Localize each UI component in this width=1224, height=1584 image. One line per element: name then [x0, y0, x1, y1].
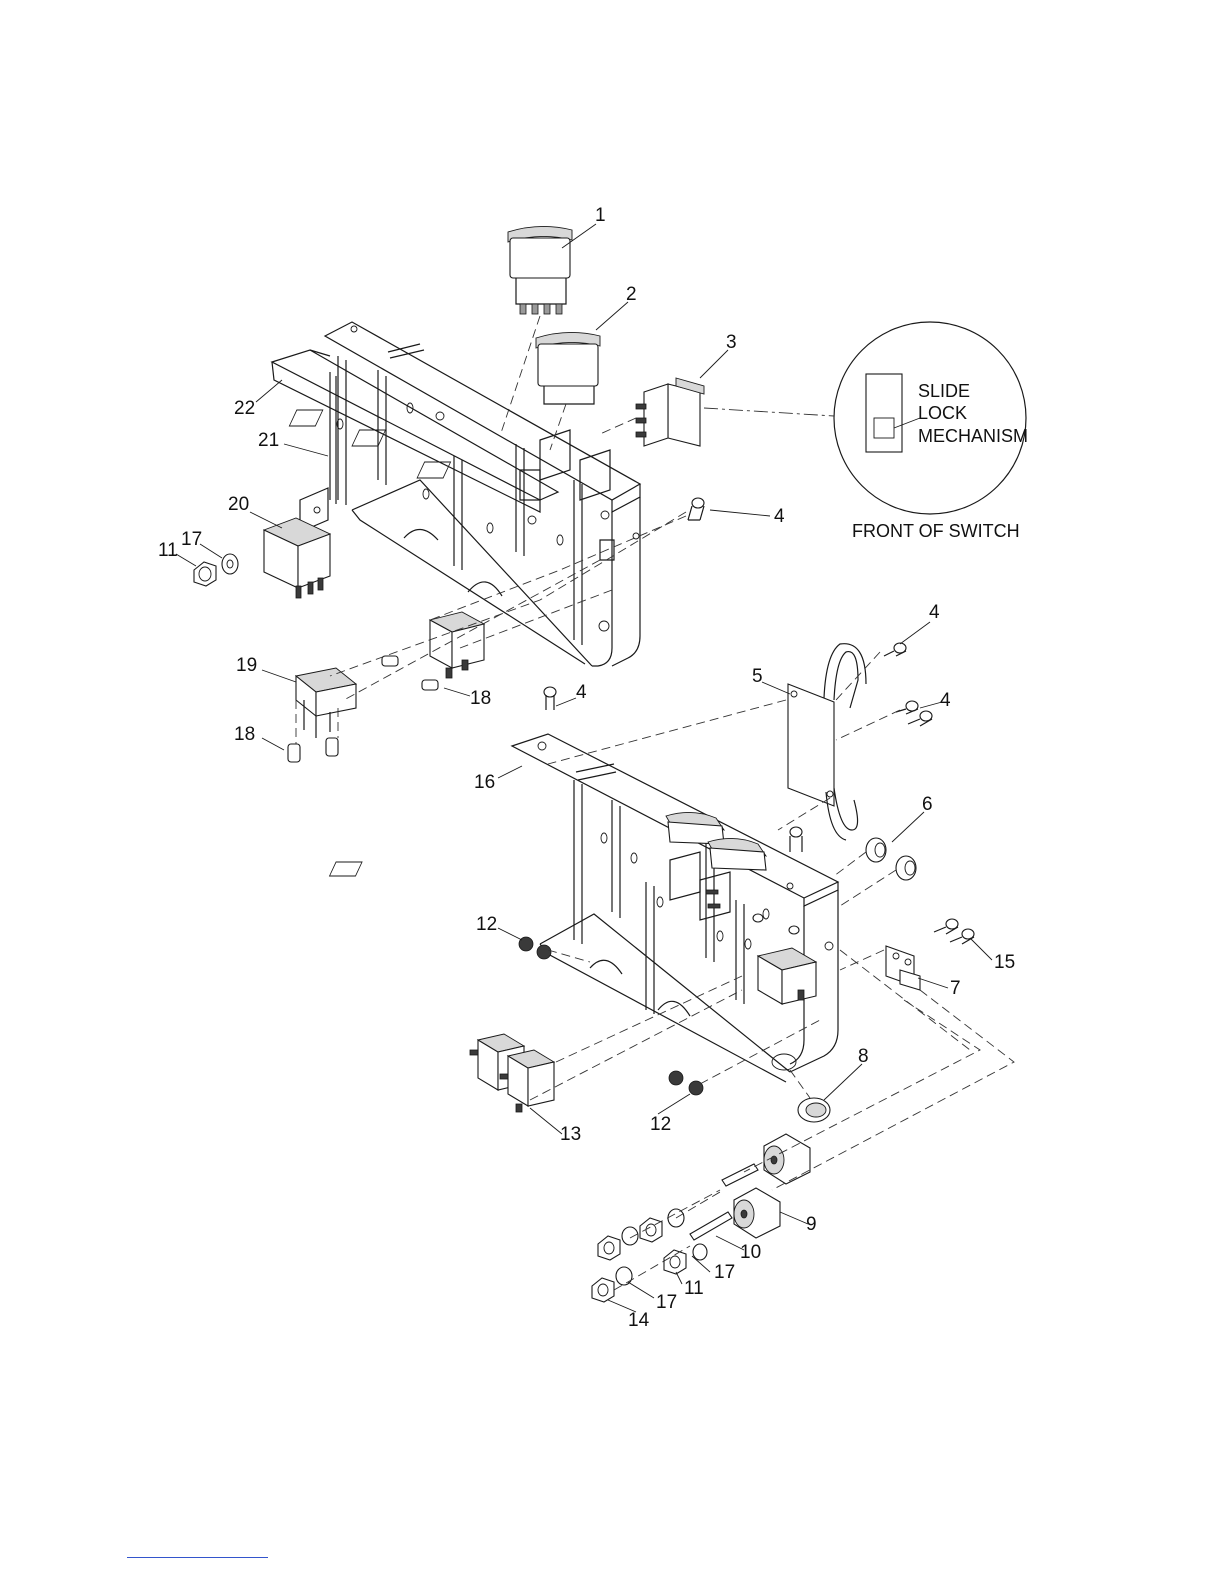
switch-part-19	[296, 668, 356, 738]
rocker-switch-part-1	[508, 226, 572, 314]
screw-part-4-lower	[544, 643, 932, 726]
bracket-part-7	[886, 946, 920, 990]
callout-1: 1	[595, 205, 606, 226]
inset-caption: FRONT OF SWITCH	[852, 521, 1020, 541]
relay-part-20	[264, 518, 330, 598]
inset-mechanism-label: MECHANISM	[918, 426, 1028, 446]
callout-7: 7	[950, 978, 961, 999]
switch-front-detail-inset	[704, 322, 1026, 514]
callout-17-lower-left: 17	[656, 1292, 677, 1313]
callout-18-center: 18	[470, 688, 491, 709]
inset-slide-label: SLIDE	[918, 381, 970, 401]
inset-lock-label: LOCK	[918, 403, 967, 423]
callout-17-upper: 17	[181, 529, 202, 550]
callout-4-center: 4	[576, 682, 587, 703]
callout-12-lower: 12	[650, 1114, 671, 1135]
callout-4-plate-top: 4	[929, 602, 940, 623]
screw-part-4-upper	[688, 498, 704, 520]
nut-part-11-upper	[194, 562, 216, 586]
side-switch-part-3	[636, 378, 704, 446]
callout-4-upper: 4	[774, 506, 785, 527]
callout-9: 9	[806, 1214, 817, 1235]
switch-part-13	[470, 1034, 554, 1112]
callout-16: 16	[474, 772, 495, 793]
callout-8: 8	[858, 1046, 869, 1067]
callout-6: 6	[922, 794, 933, 815]
callout-5: 5	[752, 666, 763, 687]
lower-bracket-assembly	[330, 734, 838, 1082]
callout-12-upper: 12	[476, 914, 497, 935]
callout-13: 13	[560, 1124, 581, 1145]
callout-14: 14	[628, 1310, 650, 1331]
callout-11-lower: 11	[684, 1278, 704, 1299]
callout-2: 2	[626, 284, 637, 305]
rocker-switch-part-2	[536, 332, 600, 404]
toggle-switch-upper	[430, 612, 484, 678]
footer-link-rule	[127, 1557, 268, 1558]
standoff-part-9	[734, 1134, 810, 1238]
upper-assembly-lines	[296, 316, 686, 744]
callout-3: 3	[726, 332, 737, 353]
screw-part-15	[934, 919, 974, 944]
callout-21: 21	[258, 430, 279, 451]
callout-4-plate-right: 4	[940, 690, 951, 711]
washer-part-17-upper	[222, 554, 238, 574]
callout-10: 10	[740, 1242, 761, 1263]
callout-11-upper: 11	[158, 540, 178, 561]
callout-18-left: 18	[234, 724, 255, 745]
callout-22: 22	[234, 398, 255, 419]
callout-15: 15	[994, 952, 1015, 973]
callout-20: 20	[228, 494, 249, 515]
plug-part-8	[798, 1098, 830, 1122]
plate-part-5	[788, 644, 866, 840]
callout-17-lower-right: 17	[714, 1262, 735, 1283]
callout-19: 19	[236, 655, 257, 676]
